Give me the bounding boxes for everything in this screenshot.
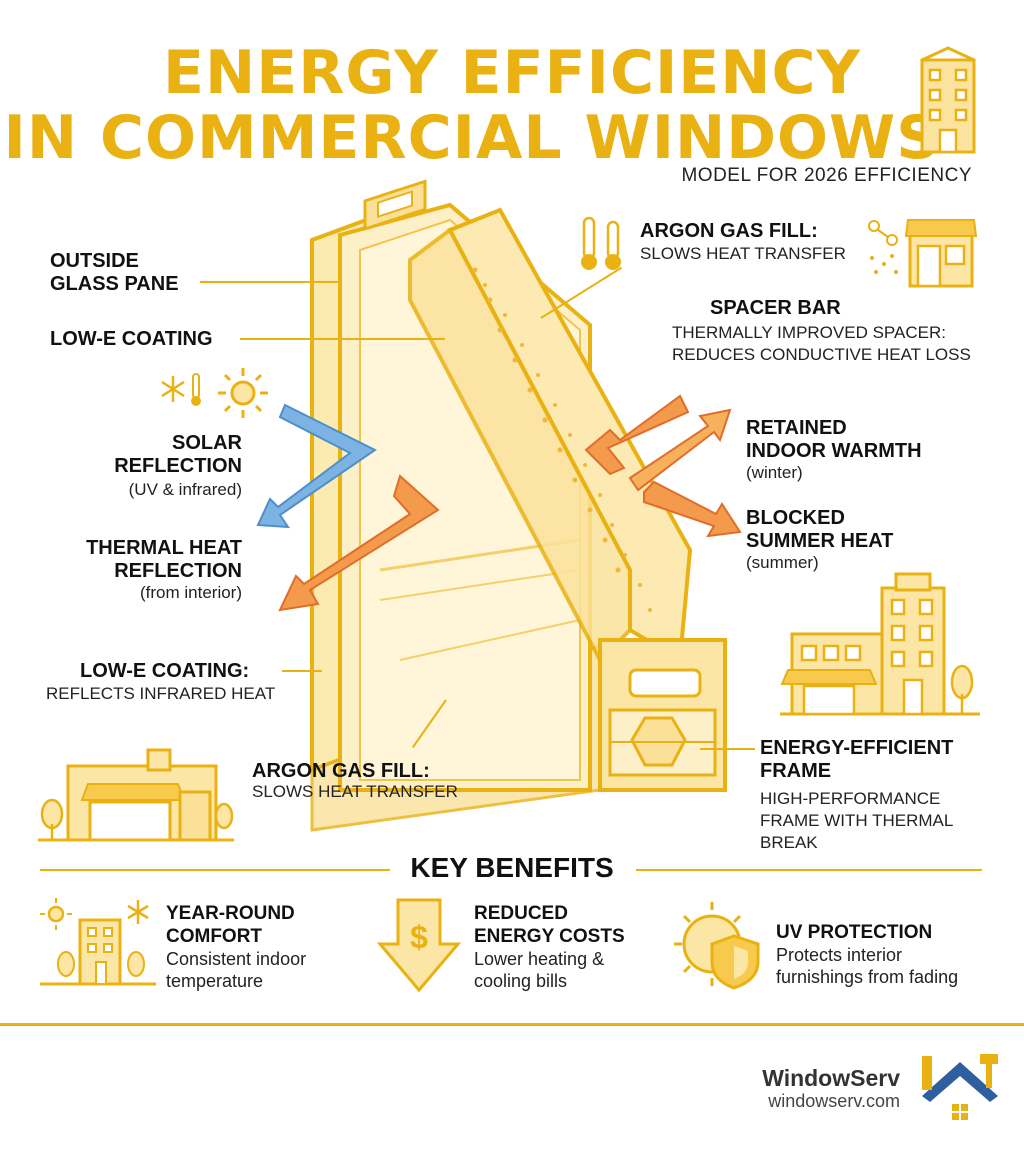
window-cross-section xyxy=(310,179,727,832)
thermometer-icon xyxy=(581,216,621,270)
label-argon-top: ARGON GAS FILL: xyxy=(640,220,818,242)
divider-left xyxy=(40,869,390,871)
label-argon-bottom: ARGON GAS FILL: xyxy=(252,760,430,782)
label-argon-bottom-sub: SLOWS HEAT TRANSFER xyxy=(252,782,458,801)
page-title-line1: ENERGY EFFICIENCY xyxy=(163,38,861,108)
label-outside-glass: OUTSIDE GLASS PANE xyxy=(50,250,179,295)
house-logo-icon xyxy=(922,1054,998,1120)
benefit-energy-title: REDUCED ENERGY COSTS xyxy=(474,903,625,947)
blocked-heat-arrow xyxy=(643,480,742,538)
leader-lowe xyxy=(282,670,322,672)
benefit-energy-desc: Lower heating & cooling bills xyxy=(474,949,605,991)
svg-text:$: $ xyxy=(410,919,428,955)
snowflake-icon xyxy=(161,376,185,402)
brand-name[interactable]: WindowServ xyxy=(762,1065,900,1091)
solar-reflection-arrow xyxy=(256,403,377,529)
benefit-comfort-desc: Consistent indoor temperature xyxy=(166,949,307,991)
benefit-comfort-title: YEAR-ROUND COMFORT xyxy=(166,903,295,947)
label-lowe-coating: LOW-E COATING: xyxy=(80,660,250,682)
label-argon-top-sub: SLOWS HEAT TRANSFER xyxy=(640,244,846,263)
dollar-arrow-icon: $ xyxy=(376,898,462,993)
sun-shield-icon xyxy=(674,902,760,990)
comfort-building-icon xyxy=(40,898,156,986)
label-lowe-coating-top: LOW-E COATING xyxy=(50,328,213,350)
page-subtitle: MODEL FOR 2026 EFFICIENCY xyxy=(681,165,972,186)
brand-website-link[interactable]: windowserv.com xyxy=(768,1091,900,1111)
label-retained-warmth-sub: (winter) xyxy=(746,463,803,482)
label-thermal-reflection-sub: (from interior) xyxy=(139,583,242,602)
shop-icon xyxy=(868,219,978,288)
benefit-uv-desc: Protects interior furnishings from fadin… xyxy=(776,945,959,987)
thermometer-small-icon xyxy=(191,373,201,406)
sun-icon xyxy=(218,368,268,418)
key-benefits-heading: KEY BENEFITS xyxy=(410,852,614,883)
label-spacer-bar-sub: THERMALLY IMPROVED SPACER: REDUCES CONDU… xyxy=(672,323,971,364)
label-spacer-bar: SPACER BAR xyxy=(710,297,841,319)
label-thermal-reflection: THERMAL HEAT REFLECTION xyxy=(86,537,242,582)
divider-right xyxy=(636,869,982,871)
footer-divider xyxy=(0,1023,1024,1026)
benefit-uv-title: UV PROTECTION xyxy=(776,922,933,943)
office-building-icon xyxy=(920,46,976,154)
leader-outside-glass xyxy=(200,281,340,283)
city-buildings-icon xyxy=(780,572,980,716)
label-solar-reflection-sub: (UV & infrared) xyxy=(128,480,242,499)
leader-lowe-top xyxy=(240,338,445,340)
page-title-line2: IN COMMERCIAL WINDOWS xyxy=(3,103,941,173)
leader-frame xyxy=(700,748,755,750)
label-blocked-heat-sub: (summer) xyxy=(746,553,819,572)
storefront-icon xyxy=(38,748,234,842)
label-retained-warmth: RETAINED INDOOR WARMTH xyxy=(746,417,922,462)
thermal-reflection-arrow xyxy=(278,474,440,612)
label-solar-reflection: SOLAR REFLECTION xyxy=(114,432,242,477)
label-blocked-heat: BLOCKED SUMMER HEAT xyxy=(746,507,894,552)
label-efficient-frame-sub: HIGH-PERFORMANCE FRAME WITH THERMAL BREA… xyxy=(760,789,954,852)
label-lowe-coating-sub: REFLECTS INFRARED HEAT xyxy=(46,684,276,703)
retained-warmth-arrow xyxy=(584,394,732,492)
label-efficient-frame: ENERGY-EFFICIENT FRAME xyxy=(760,737,954,782)
